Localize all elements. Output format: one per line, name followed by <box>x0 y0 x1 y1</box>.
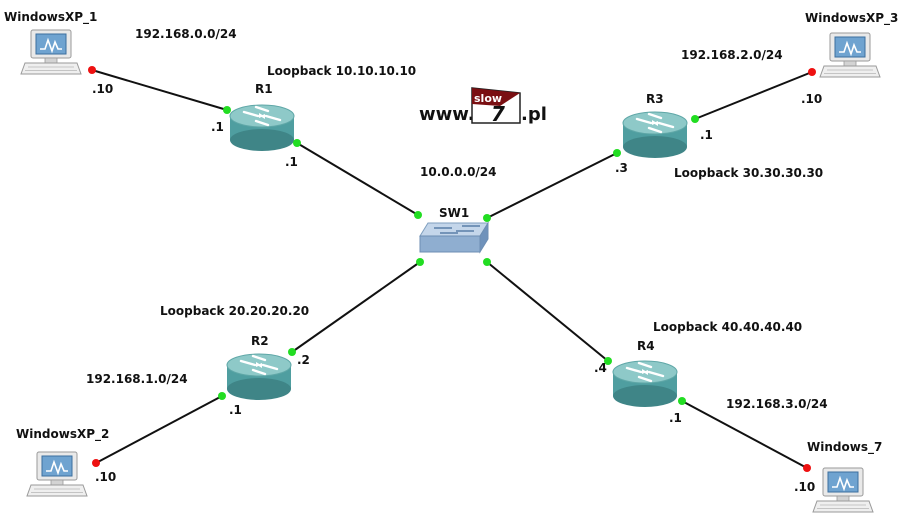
link-r1-sw1 <box>296 142 419 216</box>
port-up <box>414 211 422 219</box>
link-sw1-r2 <box>291 261 421 353</box>
router-icon[interactable] <box>228 103 296 153</box>
loopback-label-r1: Loopback 10.10.10.10 <box>267 64 416 78</box>
port-up <box>483 214 491 222</box>
network-label-lan1: 192.168.0.0/24 <box>135 27 237 41</box>
link-r4-pc4 <box>681 400 808 469</box>
device-name-r2: R2 <box>251 334 269 348</box>
links <box>91 69 813 469</box>
switch-icon[interactable] <box>419 222 489 253</box>
device-name-r3: R3 <box>646 92 664 106</box>
address-pc2: .10 <box>95 470 116 484</box>
router-icon[interactable] <box>225 352 293 402</box>
logo-box-number: 7 <box>491 102 505 126</box>
address-r1-core: .1 <box>285 155 298 169</box>
pc-icon[interactable] <box>812 467 874 513</box>
network-label-lan2: 192.168.1.0/24 <box>86 372 188 386</box>
address-pc4: .10 <box>794 480 815 494</box>
pc-icon[interactable] <box>20 29 82 75</box>
router-icon[interactable] <box>621 110 689 160</box>
port-up <box>613 149 621 157</box>
address-pc1: .10 <box>92 82 113 96</box>
router-icon[interactable] <box>611 359 679 409</box>
port-up <box>218 392 226 400</box>
address-r2-core: .2 <box>297 353 310 367</box>
port-up <box>678 397 686 405</box>
address-r4-lan: .1 <box>669 411 682 425</box>
link-pc1-r1 <box>91 69 228 111</box>
port-up <box>293 139 301 147</box>
port-up <box>288 348 296 356</box>
address-r1-lan: .1 <box>211 120 224 134</box>
site-logo: www. slow 7 .pl <box>419 87 547 126</box>
logo-box-banner <box>472 88 520 106</box>
address-pc3: .10 <box>801 92 822 106</box>
logo-suffix: .pl <box>521 104 547 125</box>
device-name-r1: R1 <box>255 82 273 96</box>
address-r2-lan: .1 <box>229 403 242 417</box>
address-r3-core: .3 <box>615 161 628 175</box>
loopback-label-r2: Loopback 20.20.20.20 <box>160 304 309 318</box>
port-indicators <box>88 66 816 472</box>
pc-icon[interactable] <box>819 32 881 78</box>
port-up <box>483 258 491 266</box>
device-name-r4: R4 <box>637 339 655 353</box>
device-name-pc3: WindowsXP_3 <box>805 11 898 26</box>
address-r3-lan: .1 <box>700 128 713 142</box>
network-label-lan3: 192.168.2.0/24 <box>681 48 783 62</box>
address-r4-core: .4 <box>594 361 607 375</box>
network-label-lan4: 192.168.3.0/24 <box>726 397 828 411</box>
link-sw1-r4 <box>486 261 609 362</box>
loopback-label-r4: Loopback 40.40.40.40 <box>653 320 802 334</box>
port-down <box>803 464 811 472</box>
loopback-label-r3: Loopback 30.30.30.30 <box>674 166 823 180</box>
link-r3-sw1 <box>486 152 618 219</box>
port-up <box>416 258 424 266</box>
device-name-pc2: WindowsXP_2 <box>16 427 109 442</box>
device-name-sw1: SW1 <box>439 206 469 220</box>
port-up <box>691 115 699 123</box>
port-up <box>223 106 231 114</box>
link-r2-pc2 <box>95 395 223 464</box>
port-up <box>604 357 612 365</box>
pc-icon[interactable] <box>26 451 88 497</box>
port-down <box>92 459 100 467</box>
logo-prefix: www. <box>419 104 475 125</box>
device-name-pc1: WindowsXP_1 <box>4 10 97 25</box>
device-name-pc4: Windows_7 <box>807 440 882 455</box>
logo-box-word: slow <box>474 92 502 105</box>
port-down <box>808 68 816 76</box>
network-label-core: 10.0.0.0/24 <box>420 165 497 179</box>
link-pc3-r3 <box>694 71 813 120</box>
port-down <box>88 66 96 74</box>
